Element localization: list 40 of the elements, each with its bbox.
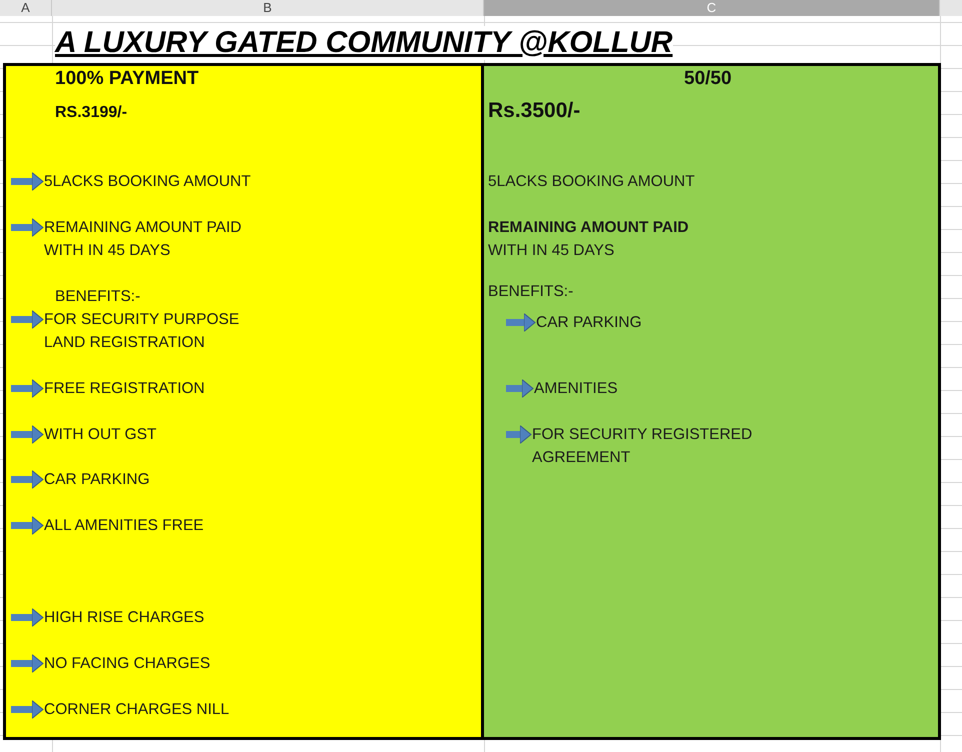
list-item-text: BENEFITS:- [488,283,574,301]
arrow [11,379,44,398]
list-item-text: FOR SECURITY PURPOSE LAND REGISTRATION [44,308,264,354]
panel [481,63,941,740]
list-item-text: REMAINING AMOUNT PAID WITH IN 45 DAYS [488,216,728,262]
arrow [11,700,44,719]
panel-heading: 50/50 [684,68,732,91]
list-item-text: AMENITIES [534,377,618,400]
list-item-text: ALL AMENITIES FREE [44,514,204,537]
arrow [11,608,44,627]
list-item-text: 5LACKS BOOKING AMOUNT [44,170,251,193]
arrow [11,654,44,673]
list-item-text: NO FACING CHARGES [44,652,210,675]
list-item-text: CAR PARKING [536,311,642,334]
list-item-text: WITH OUT GST [44,423,157,446]
arrow [11,218,44,237]
panel [3,63,484,740]
arrow [506,425,532,444]
arrow [506,379,534,398]
arrow [506,313,536,332]
title: A LUXURY GATED COMMUNITY @KOLLUR [55,26,673,60]
list-item-text: FREE REGISTRATION [44,377,205,400]
arrow [11,470,44,489]
list-item-text: FOR SECURITY REGISTERED AGREEMENT [532,423,777,469]
list-item-text: BENEFITS:- [55,285,140,308]
list-item-text: 5LACKS BOOKING AMOUNT [488,170,695,193]
column-header: B [52,0,484,16]
list-item-text: REMAINING AMOUNT PAID WITH IN 45 DAYS [44,216,279,262]
arrow [11,172,44,191]
panel-heading: 100% PAYMENT [55,68,199,91]
column-header: A [0,0,52,16]
list-item-text: CORNER CHARGES NILL [44,698,230,721]
price-text: RS.3199/- [55,103,128,122]
list-item-text: HIGH RISE CHARGES [44,606,204,629]
arrow [11,425,44,444]
price-text: Rs.3500/- [488,98,580,124]
list-item-text: CAR PARKING [44,468,150,491]
column-header: C [484,0,940,16]
arrow [11,310,44,329]
arrow [11,516,44,535]
